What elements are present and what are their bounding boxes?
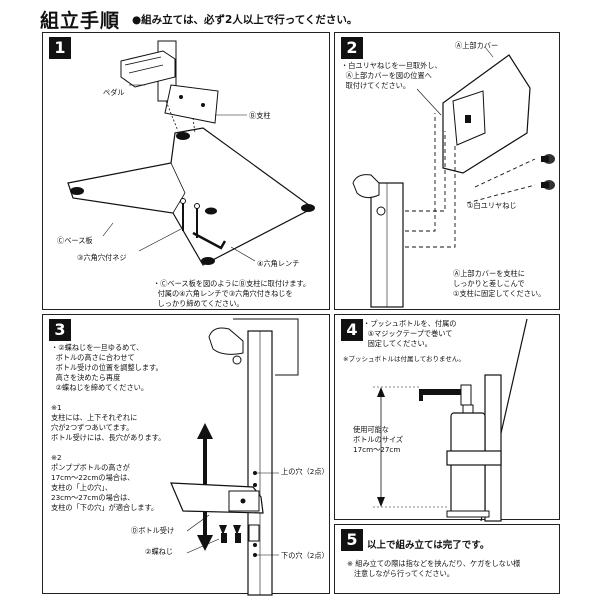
- screw-label: ①白ユリヤねじ: [467, 201, 517, 210]
- step-4-panel: 4 ・プッシュボトルを、付属の ⑤マジックテープで巻いて 固定してください。 ※…: [334, 314, 560, 522]
- step-4-number: 4: [341, 319, 363, 341]
- step-3-note: ・②蝶ねじを一旦ゆるめて、 ボトルの高さに合わせて ボトル受けの位置を調整します…: [51, 343, 166, 512]
- upper-cover: [442, 54, 531, 174]
- lower-hole-label: 下の穴（2点）: [281, 551, 329, 560]
- base-label: Ⓒベース板: [57, 236, 93, 245]
- hex-wrench-icon: [192, 231, 227, 250]
- bottle-holder-label: Ⓓボトル受け: [131, 526, 175, 535]
- step-1-illustration: [67, 40, 315, 266]
- step-5-number: 5: [341, 529, 363, 551]
- cover-label: Ⓐ上部カバー: [455, 41, 499, 50]
- step-5-panel: 5 以上で組み立ては完了です。 ※ 組み立ての際は指などを挟んだり、ケガをしない…: [334, 524, 560, 594]
- step-4-note: ・プッシュボトルを、付属の ⑤マジックテープで巻いて 固定してください。: [363, 319, 457, 348]
- step-4-small-note: ※プッシュボトルは付属しておりません。: [343, 355, 465, 363]
- step-1-note: ・Ⓒベース板を図のようにⒷ支柱に取付けます。 付属の④六角レンチで③六角穴付きね…: [153, 279, 311, 308]
- pole: [484, 374, 502, 522]
- pedal-label: ペダル: [103, 88, 125, 97]
- step-1-number: 1: [49, 37, 71, 59]
- step-3-panel: 3 ・②蝶ねじを一旦ゆるめて、 ボトルの高さに合わせて ボトル受けの位置を調: [42, 314, 330, 596]
- step-3-number: 3: [49, 319, 71, 341]
- velcro-band: [446, 450, 502, 466]
- pump-head: [419, 389, 465, 401]
- page-title: 組立手順: [40, 10, 121, 32]
- page-subtitle: ●組み立ては、必ず2人以上で行ってください。: [132, 14, 358, 26]
- upper-hole-label: 上の穴（2点）: [281, 467, 329, 476]
- pole-plate: [164, 84, 219, 124]
- wing-screw-label: ②蝶ねじ: [145, 547, 174, 556]
- step-2-note-top: ・白ユリヤねじを一旦取外し、 Ⓐ上部カバーを図の位置へ 取付けてください。: [341, 61, 442, 90]
- step-2-illustration: [352, 46, 555, 308]
- pedal: [120, 50, 176, 88]
- step-4-illustration: [373, 318, 528, 522]
- caution-text: ※ 組み立ての際は指などを挟んだり、ケガをしない様 注意しながら行ってください。: [347, 559, 521, 578]
- completion-text: 以上で組み立ては完了です。: [367, 540, 490, 551]
- base-plate: [67, 127, 315, 266]
- bolt-label: ③六角穴付ネジ: [77, 253, 127, 262]
- step-2-number: 2: [341, 37, 363, 59]
- wrench-label: ④六角レンチ: [257, 259, 300, 268]
- step-2-panel: 2 Ⓐ上部カバー ・白ユリヤねじを一旦取外し、 Ⓐ上部カバーを図の位置へ 取付け…: [334, 32, 560, 310]
- bottle-size-label: 使用可能な ボトルのサイズ 17cm〜27cm: [353, 425, 404, 454]
- step-1-panel: 1 ペダル Ⓑ支柱 Ⓒベース板 ③六角穴付ネジ: [42, 32, 330, 310]
- pole-label: Ⓑ支柱: [249, 111, 271, 120]
- step-2-note-bottom: Ⓐ上部カバーを支柱に しっかりと差しこんで ①支柱に固定してください。: [453, 269, 546, 298]
- step-3-illustration: [170, 318, 299, 596]
